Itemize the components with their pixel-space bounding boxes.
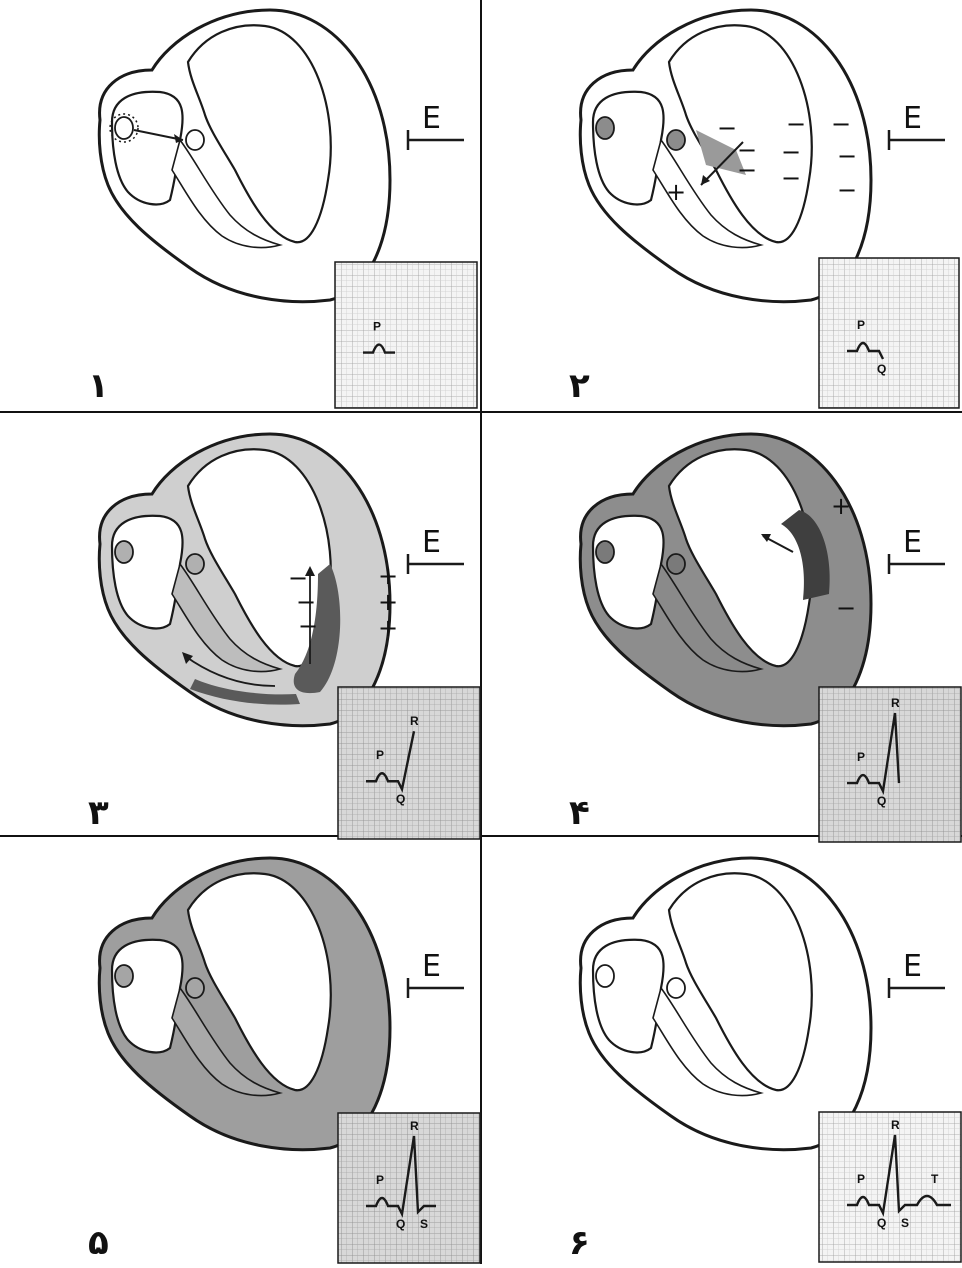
ecg-label-q: Q <box>877 1216 886 1230</box>
ecg-label-s: S <box>901 1216 909 1230</box>
negative-charge: − <box>781 164 801 192</box>
ecg-label-r: R <box>891 1118 900 1132</box>
sa-node <box>596 117 614 139</box>
positive-charge: + <box>666 178 686 206</box>
positive-charge: + <box>378 562 398 590</box>
av-node <box>186 554 204 574</box>
ecg-label-p: P <box>373 320 381 334</box>
panel-number: ۴ <box>569 793 590 833</box>
negative-charge: − <box>781 138 801 166</box>
negative-charge: − <box>837 176 857 204</box>
av-node <box>667 130 685 150</box>
negative-charge: − <box>836 594 856 622</box>
sa-node <box>596 541 614 563</box>
ecg-label-p: P <box>857 1172 865 1186</box>
electrode-label: E <box>903 525 922 560</box>
sa-node <box>115 117 133 139</box>
ecg-label-q: Q <box>396 1217 405 1231</box>
ecg-strip: P Q R <box>338 687 480 839</box>
panel-number: ۵ <box>88 1223 109 1263</box>
electrode-label: E <box>422 101 441 136</box>
sa-node <box>115 541 133 563</box>
panel-number: ۳ <box>88 793 109 833</box>
ecg-label-p: P <box>857 750 865 764</box>
panel-4: + − E P Q R ۴ <box>569 434 961 842</box>
ecg-label-s: S <box>420 1217 428 1231</box>
av-node <box>186 978 204 998</box>
sa-node <box>596 965 614 987</box>
panel-5: E P Q S R ۵ <box>88 858 480 1263</box>
av-node <box>186 130 204 150</box>
ecg-strip: P <box>335 262 477 408</box>
ecg-label-t: T <box>931 1172 939 1186</box>
ecg-grid <box>338 1113 480 1263</box>
positive-charge: + <box>831 492 851 520</box>
ecg-grid <box>819 258 959 408</box>
electrode-label: E <box>903 101 922 136</box>
electrode-label: E <box>422 949 441 984</box>
negative-charge: − <box>837 142 857 170</box>
av-node <box>667 554 685 574</box>
ecg-strip: P Q R <box>819 687 961 842</box>
positive-charge: + <box>378 614 398 642</box>
negative-charge: − <box>737 156 757 184</box>
ecg-label-r: R <box>410 1119 419 1133</box>
ecg-label-p: P <box>376 1173 384 1187</box>
ecg-label-r: R <box>410 714 419 728</box>
ecg-label-r: R <box>891 696 900 710</box>
ecg-grid <box>335 262 477 408</box>
negative-charge: − <box>786 110 806 138</box>
sa-node <box>115 965 133 987</box>
panel-6: E P Q S R T ۶ <box>569 858 961 1263</box>
panel-number: ۲ <box>569 366 590 406</box>
electrode-label: E <box>903 949 922 984</box>
ecg-label-p: P <box>376 748 384 762</box>
ecg-label-p: P <box>857 318 865 332</box>
ecg-strip: PQ <box>819 258 959 408</box>
ecg-label-q: Q <box>877 794 886 808</box>
electrode-label: E <box>422 525 441 560</box>
negative-charge: − <box>717 114 737 142</box>
positive-charge: + <box>378 588 398 616</box>
negative-charge: − <box>831 110 851 138</box>
ecg-grid <box>338 687 480 839</box>
av-node <box>667 978 685 998</box>
panel-number: ۱ <box>88 366 109 406</box>
negative-charge: − <box>298 612 318 640</box>
ecg-strip: P Q S R T <box>819 1112 961 1262</box>
ecg-grid <box>819 687 961 842</box>
ecg-strip: P Q S R <box>338 1113 480 1263</box>
panel-1: E P ۱ <box>88 10 477 408</box>
panel-number: ۶ <box>569 1223 590 1263</box>
ecg-label-q: Q <box>877 362 886 376</box>
ecg-grid <box>819 1112 961 1262</box>
ecg-label-q: Q <box>396 792 405 806</box>
